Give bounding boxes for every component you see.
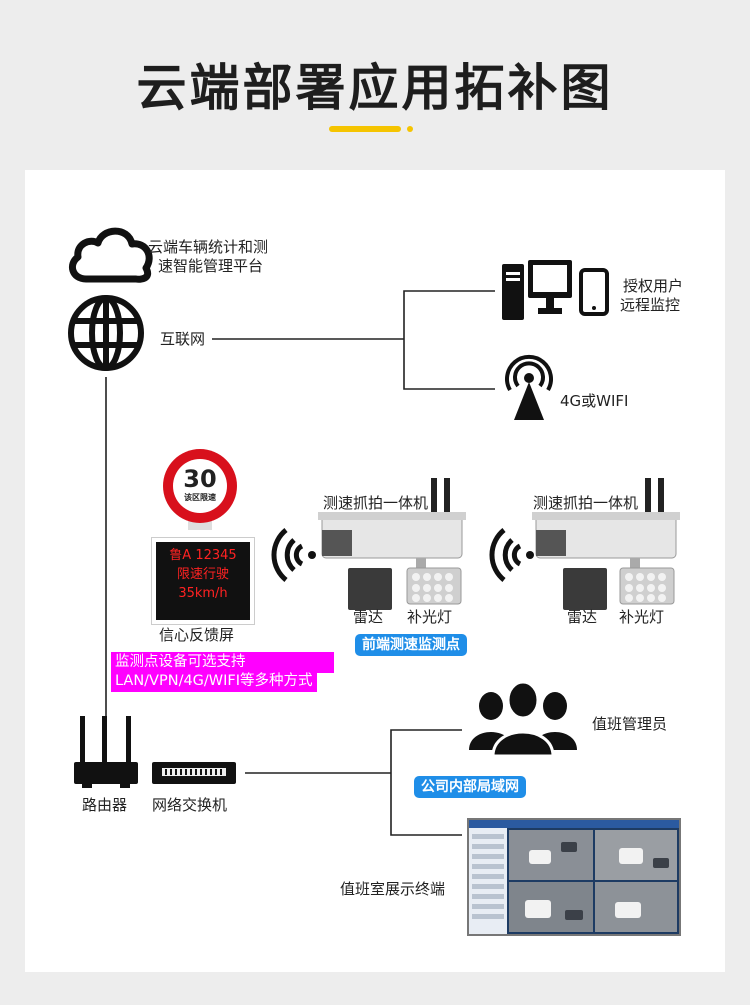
router-label: 路由器 (82, 796, 128, 814)
lan-badge: 公司内部局域网 (414, 776, 526, 798)
camera-left-title: 测速抓拍一体机 (323, 494, 429, 512)
monitoring-grid (469, 820, 679, 934)
people-icon (469, 680, 577, 758)
camera-left-light: 补光灯 (407, 608, 453, 626)
wireless-label: 4G或WIFI (560, 392, 629, 410)
speed-sign-caption: 该区限速 (184, 493, 216, 502)
camera-icon (532, 478, 680, 574)
led-feedback-screen: 鲁A 12345 限速行驶 35km/h (151, 537, 255, 625)
wifi-signal-icon (489, 528, 534, 582)
front-point-badge: 前端测速监测点 (355, 634, 467, 656)
terminal-label: 值班室展示终端 (340, 880, 446, 898)
support-note-line2: LAN/VPN/4G/WIFI等多种方式 (111, 671, 317, 692)
camera-right-title: 测速抓拍一体机 (533, 494, 639, 512)
staff-label: 值班管理员 (592, 715, 668, 733)
title-accent-bar (329, 126, 401, 132)
camera-right-light: 补光灯 (619, 608, 665, 626)
cloud-label-line2: 速智能管理平台 (158, 257, 264, 275)
speed-sign-icon (163, 449, 237, 530)
switch-label: 网络交换机 (152, 796, 228, 814)
fill-light-icon (406, 567, 462, 605)
router-icon (74, 716, 138, 788)
led-line1: 鲁A 12345 (169, 548, 237, 563)
broadcast-tower-icon (505, 354, 553, 420)
internet-label: 互联网 (160, 330, 206, 348)
camera-icon (318, 478, 466, 574)
led-line3: 35km/h (178, 586, 228, 601)
camera-left-radar: 雷达 (353, 608, 384, 626)
desktop-computer-icon (502, 260, 572, 320)
wifi-signal-icon (271, 528, 316, 582)
monitor-screen-icon (467, 818, 681, 936)
feedback-screen-label: 信心反馈屏 (159, 626, 235, 644)
authorized-users-line1: 授权用户 (623, 277, 684, 295)
led-line2: 限速行驶 (176, 567, 229, 582)
authorized-users-line2: 远程监控 (620, 296, 681, 314)
speed-sign-number: 30 (183, 465, 217, 493)
smartphone-icon (579, 268, 609, 316)
page-title: 云端部署应用拓补图 (136, 59, 614, 117)
title-accent-dot (407, 126, 413, 132)
support-note-line1: 监测点设备可选支持 (111, 652, 334, 673)
camera-right-radar: 雷达 (567, 608, 598, 626)
fill-light-icon (619, 567, 675, 605)
switch-icon (152, 762, 236, 784)
cloud-icon (68, 227, 153, 283)
cloud-label-line1: 云端车辆统计和测 (148, 238, 269, 256)
radar-icon (348, 568, 392, 610)
radar-icon (563, 568, 607, 610)
globe-icon (68, 295, 144, 371)
